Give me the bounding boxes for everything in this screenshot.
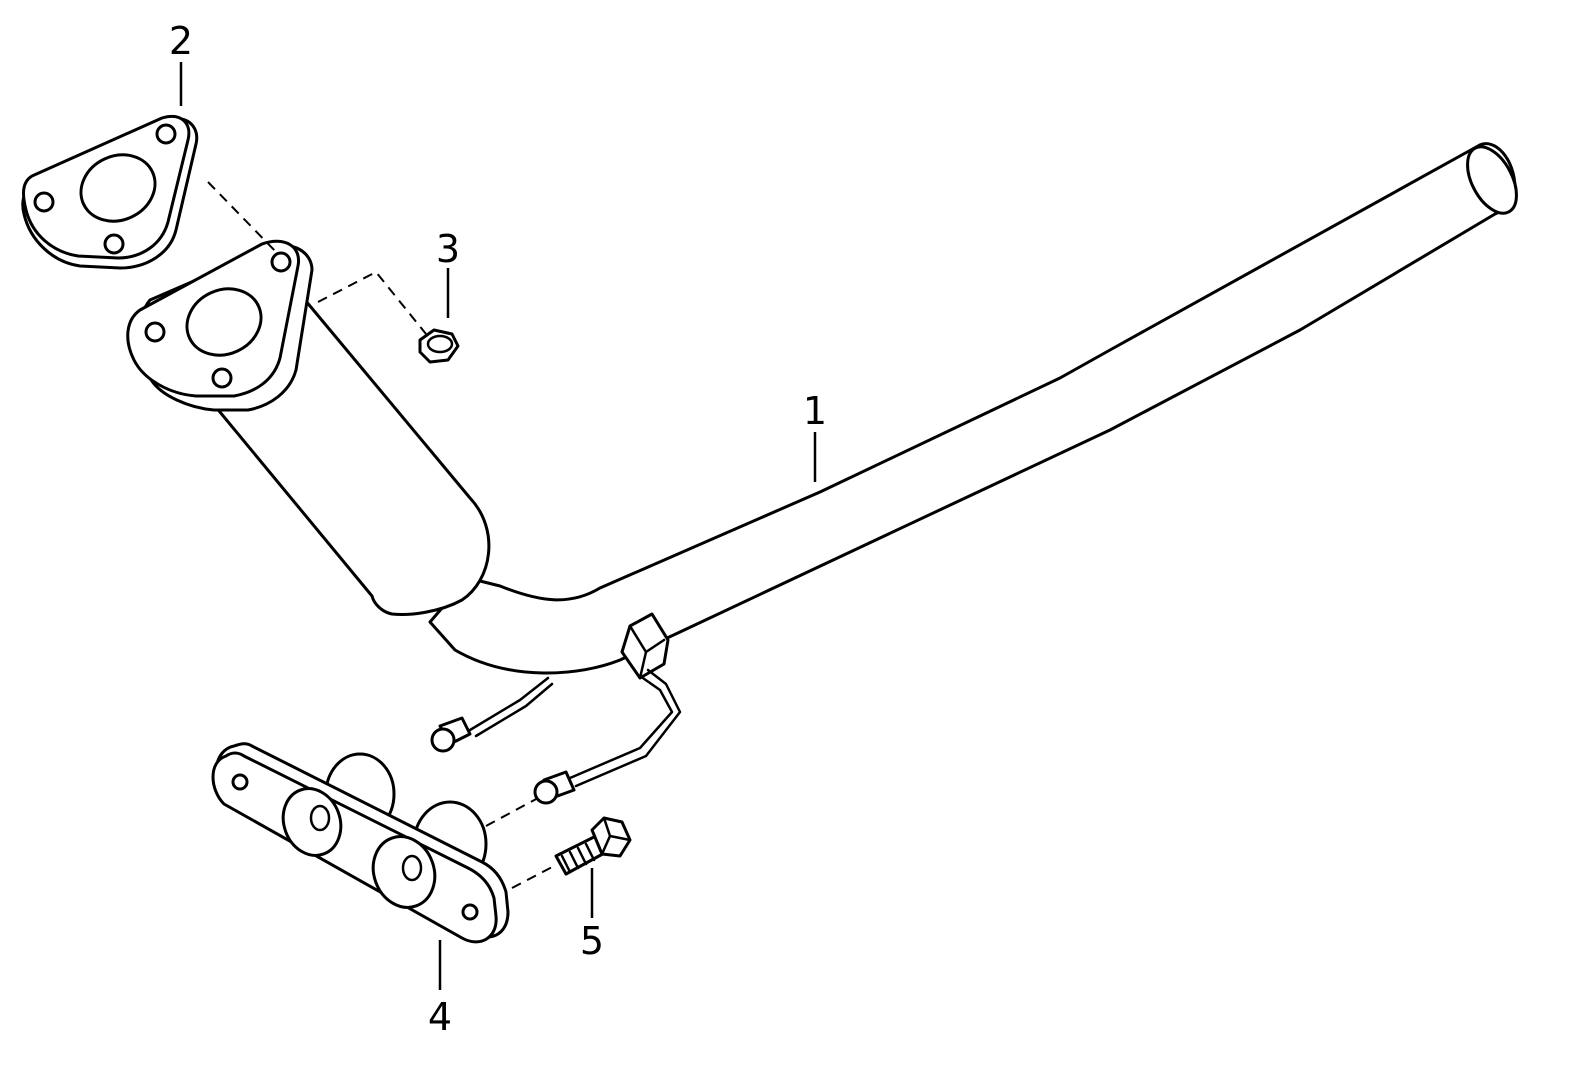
assembly-line-cable (485, 797, 539, 827)
flange-port (185, 287, 263, 357)
catalytic-converter[interactable] (126, 239, 491, 616)
gasket-bolt-hole (155, 123, 177, 145)
exhaust-pipe[interactable] (428, 139, 1527, 675)
gasket-bolt-hole (103, 233, 125, 255)
sensor-cables (430, 668, 682, 805)
assembly-line-gasket (207, 181, 279, 255)
flange-bolt-hole (211, 367, 233, 389)
callout-1: 1 (803, 389, 827, 433)
flange-bolt-hole (144, 321, 166, 343)
flange-gasket[interactable] (211, 742, 510, 944)
assembly-line-bolt (511, 865, 555, 889)
sensor-bracket[interactable] (620, 612, 670, 680)
callout-2: 2 (169, 19, 193, 63)
flange-bolt-hole (231, 773, 249, 791)
assembly-line-nut (317, 270, 427, 335)
callout-4: 4 (428, 995, 452, 1039)
callout-3: 3 (436, 227, 460, 271)
flange-bolt-hole (461, 903, 479, 921)
bolt[interactable] (554, 816, 632, 876)
callout-5: 5 (580, 919, 604, 963)
gasket-port (79, 153, 157, 223)
gasket-bolt-hole (33, 191, 55, 213)
flange-bolt-hole (270, 251, 292, 273)
nut[interactable] (418, 328, 460, 364)
gasket[interactable] (21, 115, 199, 270)
